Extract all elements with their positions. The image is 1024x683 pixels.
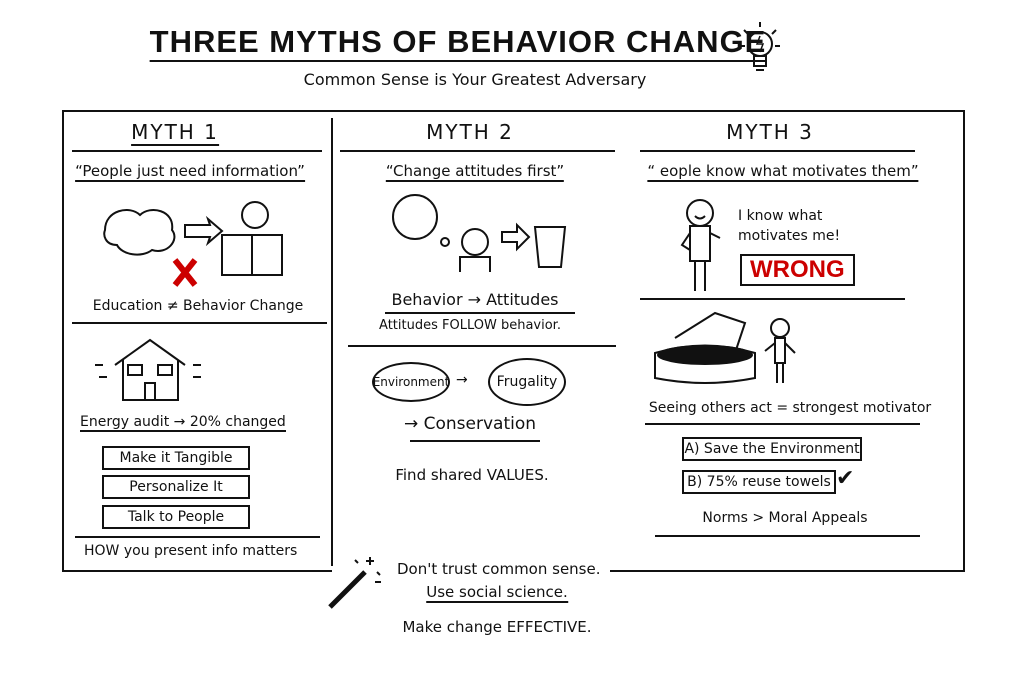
checkmark-icon: ✔ [836, 466, 855, 491]
divider [410, 440, 540, 442]
divider [72, 322, 327, 324]
myth1-caption-audit: Energy audit → 20% changed [80, 414, 286, 432]
divider [75, 536, 320, 538]
arrow-icon: → [456, 372, 468, 388]
myth2-heading: MYTH 2 [426, 120, 514, 144]
myth1-heading: MYTH 1 [131, 120, 219, 146]
hotel-bed-and-person-icon [654, 311, 796, 384]
myth3-heading: MYTH 3 [726, 120, 814, 144]
divider [640, 298, 905, 300]
oval-frugality-label: Frugality [496, 374, 558, 390]
frame-bottom-right [610, 570, 965, 572]
myth3-footer: Norms > Moral Appeals [702, 510, 868, 526]
frame-top [62, 110, 965, 112]
tip-personalize: Personalize It [102, 475, 250, 499]
frame-bottom-left [62, 570, 332, 572]
conclusion-line1: Don't trust common sense. [397, 560, 601, 578]
brain-to-book-icon [103, 201, 283, 287]
tip-talk: Talk to People [102, 505, 250, 529]
myth1-quote: “People just need information” [75, 162, 305, 182]
option-a: A) Save the Environment [682, 437, 862, 461]
myth3-caption-seeing: Seeing others act = strongest motivator [648, 400, 932, 416]
frame-left [62, 110, 64, 572]
stick-figure-icon [680, 199, 721, 291]
myth2-result: → Conservation [403, 414, 537, 434]
conclusion-line2: Use social science. [426, 583, 568, 603]
myth3-speech: I know what motivates me! [738, 208, 841, 244]
oval-environment: Environment [372, 362, 450, 402]
wrong-stamp: WRONG [740, 254, 855, 286]
myth2-caption-behavior: Behavior → Attitudes [391, 290, 559, 309]
myth2-caption-follow: Attitudes FOLLOW behavior. [379, 318, 561, 333]
house-icon [95, 338, 201, 401]
myth1-caption-education: Education ≠ Behavior Change [92, 298, 304, 314]
myth2-footer: Find shared VALUES. [395, 466, 549, 484]
oval-environment-label: Environment [372, 375, 450, 389]
divider [385, 312, 575, 314]
conclusion-line3: Make change EFFECTIVE. [402, 618, 592, 636]
lightbulb-icon [740, 22, 780, 71]
option-b: B) 75% reuse towels [682, 470, 836, 494]
oval-frugality: Frugality [488, 358, 566, 406]
myth1-footer: HOW you present info matters [84, 543, 298, 559]
magic-wand-icon [328, 557, 381, 609]
tip-tangible: Make it Tangible [102, 446, 250, 470]
page-title: THREE MYTHS OF BEHAVIOR CHANGE [149, 24, 767, 62]
page-subtitle: Common Sense is Your Greatest Adversary [303, 70, 647, 89]
frame-right [963, 110, 965, 572]
column-divider [331, 118, 333, 566]
divider [655, 535, 920, 537]
divider [645, 423, 920, 425]
myth2-quote: “Change attitudes first” [385, 162, 565, 182]
myth3-quote: “ eople know what motivates them” [647, 162, 919, 182]
thought-to-recycle-icon [392, 194, 567, 272]
divider [640, 150, 915, 152]
divider [72, 150, 322, 152]
divider [340, 150, 615, 152]
divider [348, 345, 616, 347]
